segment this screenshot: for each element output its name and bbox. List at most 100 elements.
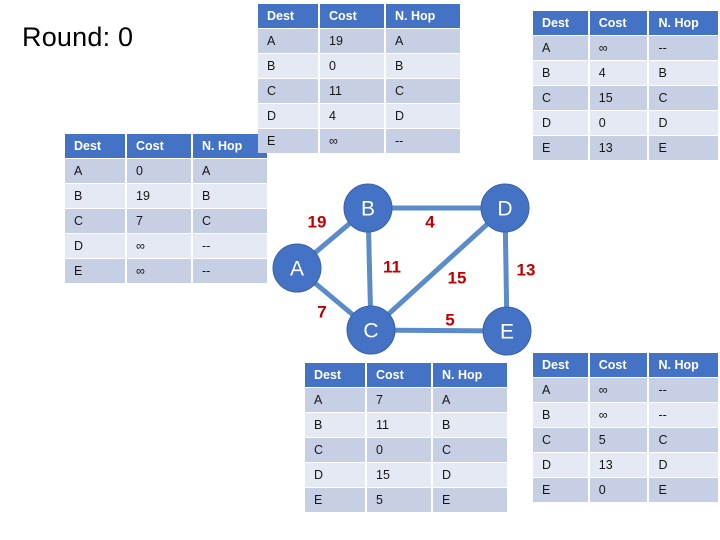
graph-node-label-d: D <box>497 198 512 221</box>
cell-cost: 15 <box>367 463 431 487</box>
edge-weight-a-b: 19 <box>308 213 327 232</box>
graph-node-a[interactable] <box>272 243 322 293</box>
cell-hop: E <box>649 136 718 160</box>
edge-weight-d-e: 13 <box>517 261 536 280</box>
cell-hop: A <box>193 159 267 183</box>
cell-cost: ∞ <box>127 259 191 283</box>
cell-dest: E <box>533 478 588 502</box>
cell-dest: B <box>305 413 365 437</box>
table-row: D 15 D <box>305 463 507 487</box>
table-row: A ∞ -- <box>533 36 718 60</box>
table-row: B 11 B <box>305 413 507 437</box>
cell-hop: -- <box>649 36 718 60</box>
edge-weight-a-c: 7 <box>317 303 326 322</box>
column-header-next-hop: N. Hop <box>193 134 267 158</box>
column-header-cost: Cost <box>589 353 648 377</box>
cell-hop: B <box>193 184 267 208</box>
cell-dest: B <box>258 54 318 78</box>
cell-dest: C <box>258 79 318 103</box>
cell-cost: ∞ <box>589 36 648 60</box>
table-row: B 19 B <box>65 184 267 208</box>
cell-dest: C <box>533 428 588 452</box>
cell-hop: C <box>649 428 718 452</box>
cell-dest: A <box>258 29 318 53</box>
table-row: C 15 C <box>533 86 718 110</box>
table-row: A 7 A <box>305 388 507 412</box>
cell-cost: 13 <box>589 136 648 160</box>
cell-dest: B <box>533 61 588 85</box>
cell-hop: C <box>193 209 267 233</box>
cell-cost: 0 <box>127 159 191 183</box>
table-row: E ∞ -- <box>65 259 267 283</box>
cell-dest: E <box>258 129 318 153</box>
table-row: B 0 B <box>258 54 460 78</box>
graph-node-b[interactable] <box>343 183 393 233</box>
column-header-next-hop: N. Hop <box>649 353 718 377</box>
cell-hop: -- <box>193 259 267 283</box>
column-header-dest: Dest <box>533 11 588 35</box>
cell-cost: 15 <box>589 86 648 110</box>
cell-cost: 0 <box>320 54 384 78</box>
cell-cost: 11 <box>367 413 431 437</box>
cell-hop: C <box>386 79 460 103</box>
routing-table-node-a: Dest Cost N. Hop A 0 A B 19 B C 7 C D <box>63 133 269 284</box>
graph-node-label-b: B <box>361 198 375 221</box>
routing-table-node-e: Dest Cost N. Hop A ∞ -- B ∞ -- C 5 C D <box>531 352 720 503</box>
cell-dest: B <box>65 184 125 208</box>
table-row: C 7 C <box>65 209 267 233</box>
cell-dest: A <box>305 388 365 412</box>
cell-dest: C <box>533 86 588 110</box>
table-header-row: Dest Cost N. Hop <box>258 4 460 28</box>
cell-hop: -- <box>649 403 718 427</box>
cell-dest: C <box>305 438 365 462</box>
cell-cost: 0 <box>589 111 648 135</box>
cell-dest: D <box>65 234 125 258</box>
cell-hop: D <box>649 111 718 135</box>
table-row: A ∞ -- <box>533 378 718 402</box>
cell-cost: 7 <box>367 388 431 412</box>
graph-node-label-a: A <box>290 258 304 281</box>
table-row: E ∞ -- <box>258 129 460 153</box>
graph-node-d[interactable] <box>480 183 530 233</box>
column-header-cost: Cost <box>367 363 431 387</box>
cell-cost: 5 <box>367 488 431 512</box>
page-title: Round: 0 <box>22 22 134 52</box>
cell-cost: 5 <box>589 428 648 452</box>
cell-hop: B <box>649 61 718 85</box>
cell-hop: C <box>649 86 718 110</box>
cell-hop: A <box>433 388 507 412</box>
cell-dest: D <box>533 453 588 477</box>
cell-hop: E <box>433 488 507 512</box>
edge-weight-b-c: 11 <box>383 258 401 277</box>
table-row: E 13 E <box>533 136 718 160</box>
cell-dest: A <box>65 159 125 183</box>
cell-cost: 19 <box>127 184 191 208</box>
graph-node-c[interactable] <box>346 305 396 355</box>
column-header-cost: Cost <box>589 11 648 35</box>
graph-node-e[interactable] <box>482 306 532 356</box>
table-header-row: Dest Cost N. Hop <box>533 11 718 35</box>
table-row: B ∞ -- <box>533 403 718 427</box>
table-row: D ∞ -- <box>65 234 267 258</box>
cell-hop: -- <box>386 129 460 153</box>
table-row: C 5 C <box>533 428 718 452</box>
cell-hop: D <box>433 463 507 487</box>
cell-dest: C <box>65 209 125 233</box>
cell-cost: 4 <box>320 104 384 128</box>
table-row: A 0 A <box>65 159 267 183</box>
graph-node-label-e: E <box>500 321 514 344</box>
edge-weight-b-d: 4 <box>425 213 435 232</box>
column-header-cost: Cost <box>127 134 191 158</box>
cell-dest: E <box>533 136 588 160</box>
table-row: D 4 D <box>258 104 460 128</box>
table-row: A 19 A <box>258 29 460 53</box>
column-header-dest: Dest <box>258 4 318 28</box>
cell-cost: 4 <box>589 61 648 85</box>
cell-dest: A <box>533 378 588 402</box>
table-header-row: Dest Cost N. Hop <box>533 353 718 377</box>
cell-hop: E <box>649 478 718 502</box>
cell-cost: 19 <box>320 29 384 53</box>
column-header-dest: Dest <box>65 134 125 158</box>
